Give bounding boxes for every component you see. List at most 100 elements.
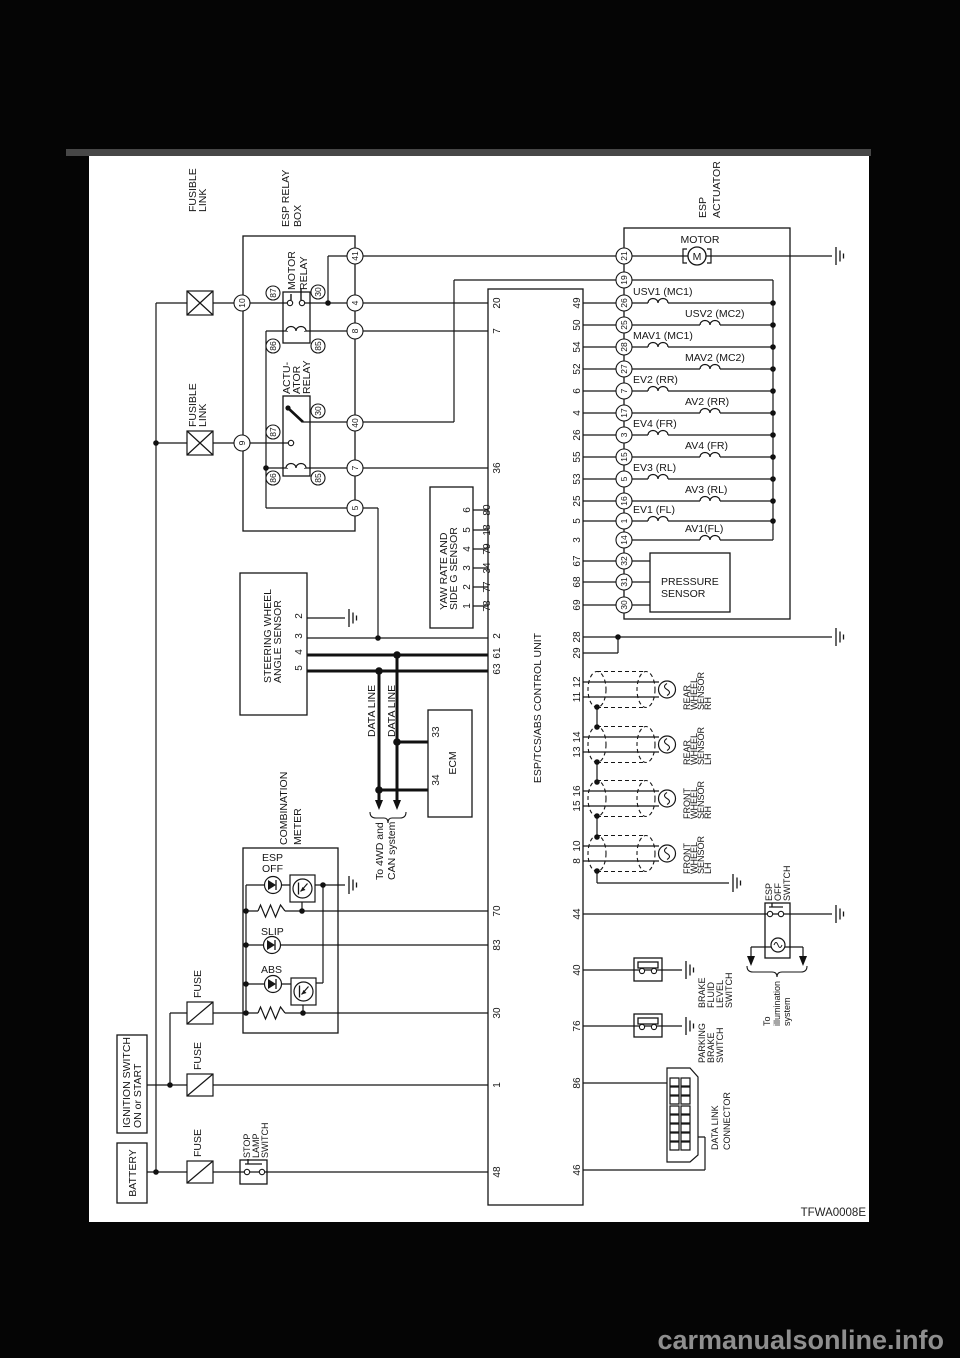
fuse-label: FUSE <box>192 1042 204 1070</box>
ignition-switch-label: ON or START <box>132 1063 144 1128</box>
fuse-label: FUSE <box>192 1129 204 1157</box>
relay-box-pin: 8 <box>350 328 360 333</box>
battery-box <box>116 1142 148 1204</box>
to-illumination-label: To <box>762 1016 772 1026</box>
dlc-label: CONNECTOR <box>722 1092 732 1150</box>
motor-label: MOTOR <box>681 234 720 246</box>
fr-lh-sensor-label: SENSOR <box>696 835 706 874</box>
rr-lh-sensor-label: WHEEL <box>689 733 699 765</box>
cu-pin: 53 <box>572 473 583 485</box>
cu-pin: 83 <box>492 939 503 951</box>
ignition-switch-box <box>116 1034 148 1134</box>
actuator-relay-pin: 85 <box>313 473 323 483</box>
actuator-relay-label: ATOR <box>291 365 303 394</box>
rr-lh-sensor-label: REAR <box>682 739 692 765</box>
actuator-pin: 28 <box>619 342 629 352</box>
abs-indicator-label: ABS <box>261 964 282 976</box>
cu-pin: 63 <box>492 663 503 675</box>
actuator-pin: 31 <box>619 577 629 587</box>
fr-rh-sensor-label: SENSOR <box>696 780 706 819</box>
cu-pin: 14 <box>572 731 583 743</box>
rr-rh-sensor-label: WHEEL <box>689 678 699 710</box>
cu-pin: 55 <box>572 451 583 463</box>
fuse-1 <box>186 1001 214 1025</box>
actuator-pin: 3 <box>619 432 629 437</box>
yaw-pin: 1 <box>462 603 473 609</box>
rr-rh-sensor-label: RH <box>703 697 713 710</box>
relay-box-pin: 4 <box>350 300 360 305</box>
valve-label: AV2 (RR) <box>685 396 729 408</box>
fusible-link-1 <box>186 290 214 316</box>
fuse-3 <box>186 1160 214 1184</box>
cu-pin: 67 <box>572 555 583 567</box>
pin-numbers: 20 7 36 80 18 79 34 77 78 2 61 63 70 83 … <box>237 251 629 1178</box>
esp-relay-box-label: ESP RELAY <box>280 170 292 227</box>
fusible-link-1-label: FUSIBLE <box>187 168 199 212</box>
ecm-box <box>427 709 473 818</box>
actuator-relay-pin: 86 <box>268 473 278 483</box>
data-line-label: DATA LINE <box>386 685 398 737</box>
cu-pin: 13 <box>572 746 583 758</box>
motor-relay-pin: 87 <box>268 288 278 298</box>
motor-relay-pin: 86 <box>268 341 278 351</box>
relay-box-pin: 9 <box>237 440 247 445</box>
valve-label: USV1 (MC1) <box>633 286 693 298</box>
meter-resistors <box>257 903 286 1021</box>
fr-rh-sensor-label: WHEEL <box>689 787 699 819</box>
yaw-pin: 5 <box>462 527 473 533</box>
steering-sensor-label: STEERING WHEEL <box>262 589 274 683</box>
pressure-sensor-box <box>649 552 731 613</box>
cu-pin: 79 <box>482 543 493 555</box>
relay-box-pin: 40 <box>350 418 360 428</box>
yaw-sensor-box <box>429 486 474 629</box>
to-illumination-label: illumination <box>772 981 782 1026</box>
esp-relay-box <box>242 235 356 532</box>
esp-relay-box-label: BOX <box>292 205 304 227</box>
steering-pin: 5 <box>294 665 305 671</box>
control-unit-label: ESP/TCS/ABS CONTROL UNIT <box>532 632 544 783</box>
valve-label: AV4 (FR) <box>685 440 728 452</box>
actuator-pin: 5 <box>619 476 629 481</box>
stop-lamp-label: SWITCH <box>260 1123 270 1159</box>
cu-pin: 4 <box>572 410 583 416</box>
dlc-label: DATA LINK <box>710 1105 720 1150</box>
cu-pin: 26 <box>572 429 583 441</box>
watermark: carmanualsonline.info <box>657 1325 944 1355</box>
cu-pin: 10 <box>572 840 583 852</box>
cu-pin: 20 <box>492 297 503 309</box>
relay-box-pin: 10 <box>237 298 247 308</box>
actuator-pin: 7 <box>619 388 629 393</box>
cu-pin: 28 <box>572 631 583 643</box>
actuator-pin: 19 <box>619 275 629 285</box>
rr-lh-sensor-label: SENSOR <box>696 726 706 765</box>
cu-pin: 16 <box>572 785 583 797</box>
yaw-pin: 2 <box>462 584 473 590</box>
battery-label: BATTERY <box>127 1149 139 1196</box>
cu-pin: 7 <box>492 328 503 334</box>
valve-label: AV3 (RL) <box>685 484 727 496</box>
cu-pin: 69 <box>572 599 583 611</box>
steering-sensor-label: ANGLE SENSOR <box>272 600 284 683</box>
actuator-relay-pin: 87 <box>268 427 278 437</box>
brake-fluid-label: BRAKE <box>697 977 707 1008</box>
cu-pin: 11 <box>572 691 583 702</box>
parking-brake-switch-float <box>637 1017 659 1025</box>
motor-relay-label: MOTOR <box>286 251 298 290</box>
actuator-pin: 1 <box>619 518 629 523</box>
cu-pin: 5 <box>572 518 583 524</box>
page-top-edge <box>66 149 871 156</box>
combination-meter-label: COMBINATION <box>278 772 290 845</box>
brake-fluid-switch-box <box>633 957 663 982</box>
to-4wd-label: To 4WD and <box>374 822 386 880</box>
brake-fluid-label: FLUID <box>706 981 716 1008</box>
esp-actuator-box <box>623 227 791 620</box>
cu-pin: 6 <box>572 388 583 394</box>
meter-symbols <box>257 874 317 1021</box>
valve-label: EV1 (FL) <box>633 504 675 516</box>
fr-lh-sensor-label: LH <box>703 862 713 874</box>
actuator-pin: 15 <box>619 452 629 462</box>
cu-pin: 25 <box>572 495 583 507</box>
to-illumination-label: system <box>782 997 792 1026</box>
actuator-relay-symbol <box>285 407 307 469</box>
cu-pin: 30 <box>492 1007 503 1019</box>
